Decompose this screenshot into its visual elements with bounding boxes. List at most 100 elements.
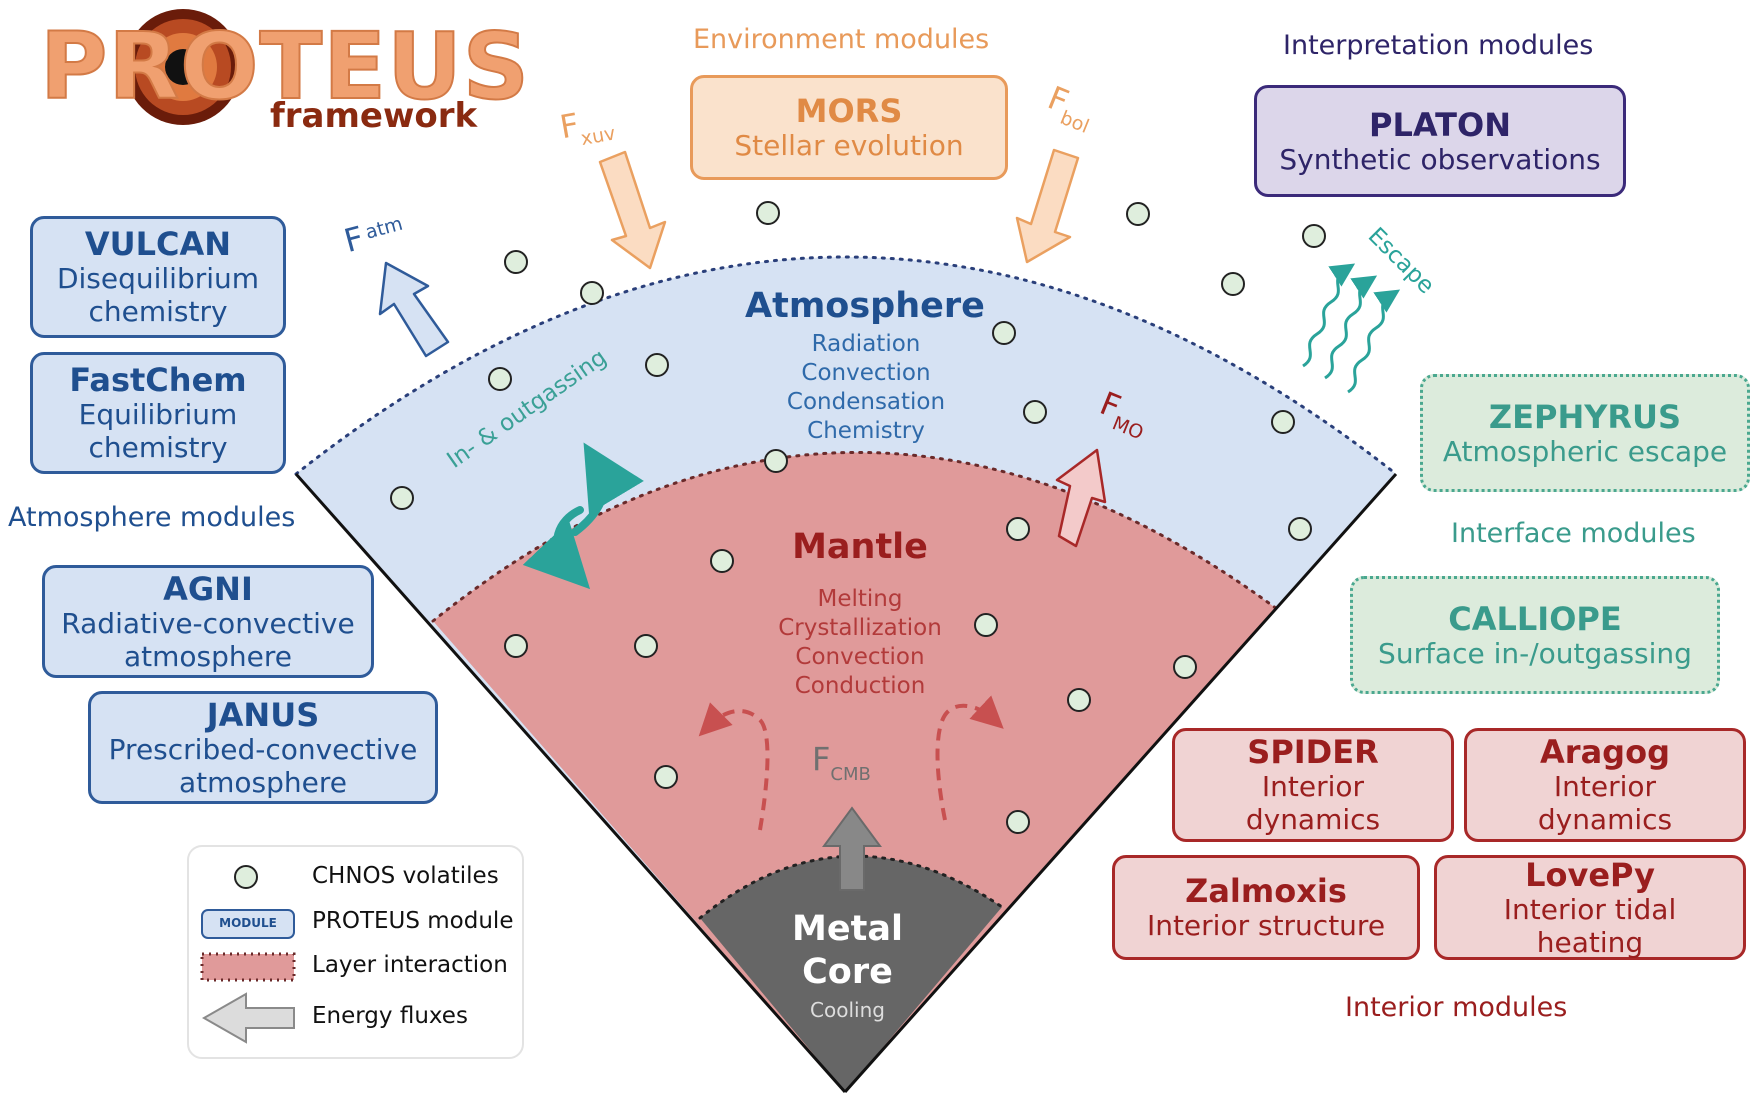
janus-desc: Prescribed-convective atmosphere: [108, 732, 418, 799]
logo-subtitle: framework: [270, 96, 478, 136]
escape-arrows: [1302, 263, 1401, 394]
janus-name: JANUS: [206, 695, 320, 734]
volatile-dot: [710, 549, 734, 573]
volatile-dot: [1067, 688, 1091, 712]
legend-module-symbol: [201, 909, 295, 939]
zephyrus-module[interactable]: ZEPHYRUS Atmospheric escape: [1420, 374, 1750, 492]
logo-core: [165, 49, 201, 85]
mantle-processes: Melting Crystallization Convection Condu…: [755, 585, 965, 701]
legend-box: [187, 845, 524, 1059]
volatile-dot: [1302, 224, 1326, 248]
interior-modules-label: Interior modules: [1345, 992, 1568, 1023]
agni-name: AGNI: [163, 569, 253, 608]
vulcan-desc: Disequilibrium chemistry: [56, 262, 260, 328]
atmosphere-modules-label: Atmosphere modules: [8, 502, 296, 533]
volatile-dot: [1006, 517, 1030, 541]
fastchem-module[interactable]: FastChem Equilibrium chemistry: [30, 352, 286, 474]
legend-label-volatiles: CHNOS volatiles: [312, 863, 499, 889]
janus-module[interactable]: JANUS Prescribed-convective atmosphere: [88, 691, 438, 804]
fastchem-name: FastChem: [69, 361, 247, 399]
spider-module[interactable]: SPIDER Interior dynamics: [1172, 728, 1454, 842]
calliope-module[interactable]: CALLIOPE Surface in-/outgassing: [1350, 576, 1720, 694]
mantle-process: Convection: [795, 644, 925, 670]
wedge-left-edge: [294, 473, 847, 1093]
volatile-dot: [974, 613, 998, 637]
platon-module[interactable]: PLATON Synthetic observations: [1254, 85, 1626, 197]
fatm-sub: atm: [363, 212, 406, 244]
mors-desc: Stellar evolution: [734, 129, 964, 162]
logo-wordmark: PROTEUS: [39, 12, 531, 121]
lovepy-name: LovePy: [1525, 855, 1655, 894]
wedge-right-edge: [843, 473, 1398, 1093]
aragog-name: Aragog: [1540, 733, 1670, 771]
calliope-name: CALLIOPE: [1448, 599, 1622, 638]
volatile-dot: [645, 353, 669, 377]
vulcan-module[interactable]: VULCAN Disequilibrium chemistry: [30, 216, 286, 338]
legend-label-module: PROTEUS module: [312, 908, 514, 934]
zephyrus-desc: Atmospheric escape: [1442, 434, 1728, 468]
volatile-dot: [1023, 400, 1047, 424]
legend-label-flux: Energy fluxes: [312, 1003, 468, 1029]
environment-modules-label: Environment modules: [693, 24, 990, 55]
volatile-dot: [634, 634, 658, 658]
fxuv-arrow: [598, 150, 667, 270]
spider-desc: Interior dynamics: [1245, 770, 1381, 836]
zalmoxis-desc: Interior structure: [1146, 909, 1386, 942]
convection-arrow-left: [698, 702, 770, 831]
atmosphere-title: Atmosphere: [745, 286, 985, 326]
volatile-dot: [1271, 410, 1295, 434]
mantle-layer: [433, 452, 1277, 1093]
atmosphere-process: Radiation: [811, 331, 921, 357]
volatile-dot: [504, 634, 528, 658]
mors-module[interactable]: MORS Stellar evolution: [690, 75, 1008, 180]
volatile-dot: [756, 201, 780, 225]
volatile-dot: [504, 250, 528, 274]
atmosphere-boundary: [294, 255, 1398, 476]
fmo-arrow: [1055, 448, 1107, 548]
fcmb-label: FCMB: [812, 740, 871, 785]
platon-name: PLATON: [1369, 105, 1511, 144]
mantle-process: Melting: [817, 586, 903, 612]
interpretation-modules-label: Interpretation modules: [1283, 30, 1594, 61]
atmosphere-processes: Radiation Convection Condensation Chemis…: [760, 330, 972, 446]
fcmb-arrow: [822, 806, 882, 891]
zalmoxis-name: Zalmoxis: [1185, 872, 1347, 910]
volatile-dot: [764, 449, 788, 473]
volatile-dot: [488, 367, 512, 391]
agni-desc: Radiative-convective atmosphere: [61, 606, 355, 673]
proteus-logo: [125, 9, 241, 125]
atmosphere-process: Chemistry: [807, 418, 925, 444]
volatile-dot: [1126, 202, 1150, 226]
zalmoxis-module[interactable]: Zalmoxis Interior structure: [1112, 855, 1420, 960]
core-title-line: Core: [802, 952, 893, 992]
aragog-desc: Interior dynamics: [1537, 770, 1673, 836]
aragog-module[interactable]: Aragog Interior dynamics: [1464, 728, 1746, 842]
mantle-title: Mantle: [792, 527, 928, 567]
interface-modules-label: Interface modules: [1451, 518, 1696, 549]
spider-name: SPIDER: [1247, 733, 1379, 771]
legend-flux-symbol: [201, 992, 295, 1044]
fbol-arrow: [1015, 148, 1080, 264]
zephyrus-name: ZEPHYRUS: [1488, 397, 1682, 436]
atmosphere-process: Convection: [801, 360, 931, 386]
atmosphere-process: Condensation: [786, 389, 946, 415]
core-process: Cooling: [810, 998, 885, 1022]
agni-module[interactable]: AGNI Radiative-convective atmosphere: [42, 565, 374, 678]
fcmb-main: F: [812, 740, 831, 778]
lovepy-module[interactable]: LovePy Interior tidal heating: [1434, 855, 1746, 960]
volatile-dot: [1006, 810, 1030, 834]
volatiles: [390, 201, 1326, 834]
mantle-process: Crystallization: [778, 615, 942, 641]
core-title: Metal Core: [760, 908, 935, 994]
lovepy-desc: Interior tidal heating: [1503, 892, 1677, 959]
volatile-dot: [992, 321, 1016, 345]
core-title-line: Metal: [792, 909, 903, 949]
fastchem-desc: Equilibrium chemistry: [78, 398, 238, 464]
mors-name: MORS: [795, 92, 903, 130]
volatile-dot: [1288, 517, 1312, 541]
platon-desc: Synthetic observations: [1279, 142, 1601, 176]
vulcan-name: VULCAN: [84, 225, 232, 263]
convection-arrow-right: [935, 695, 1004, 821]
calliope-desc: Surface in-/outgassing: [1378, 636, 1692, 670]
